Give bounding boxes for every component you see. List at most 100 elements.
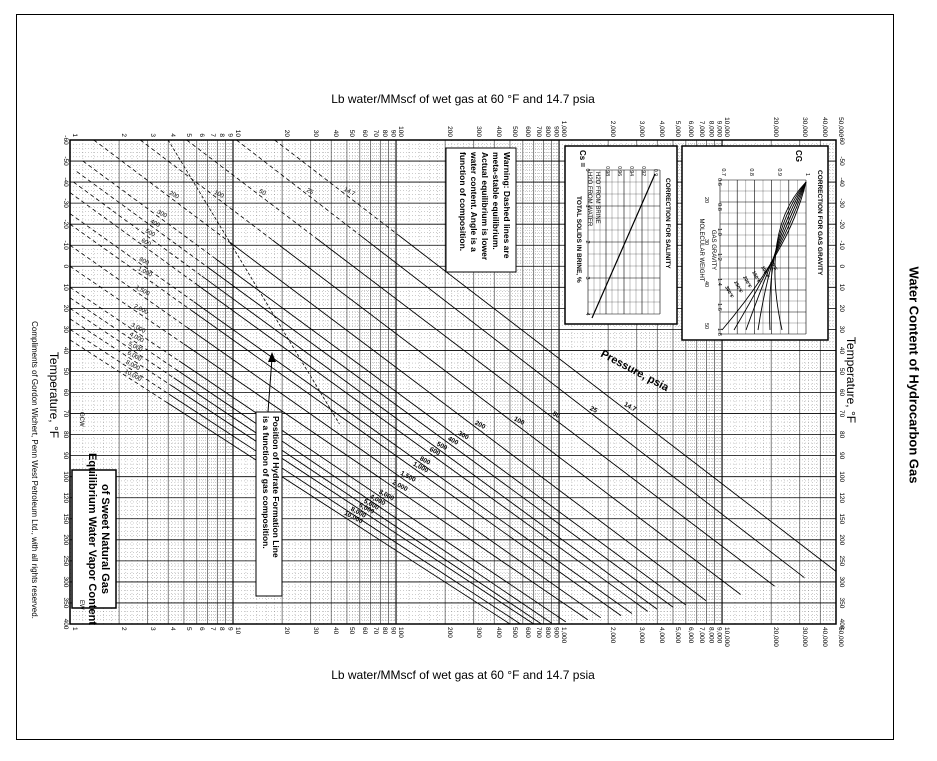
temperature-label-left: Temperature, °F — [47, 352, 61, 438]
pressure-line-label: 600 — [428, 446, 441, 457]
water-tick-label-top: 700 — [535, 126, 542, 137]
water-tick-label-top: 200 — [446, 126, 453, 137]
pressure-line-label: 400 — [446, 435, 459, 446]
pressure-line-label: 500 — [435, 441, 448, 452]
pressure-line-label-dashed: 14.7 — [343, 187, 357, 198]
hydrate-line — [167, 139, 340, 425]
pressure-line — [201, 275, 658, 610]
warning-line-5: function of composition. — [458, 152, 468, 251]
pressure-line — [166, 402, 511, 625]
pressure-line — [175, 369, 552, 624]
pressure-line — [272, 239, 741, 595]
temperature-tick-label-right: 300 — [838, 576, 845, 587]
pressure-line-label: 1,500 — [399, 470, 417, 484]
salinity-xlabel: TOTAL SOLIDS IN BRINE, % — [575, 196, 582, 283]
gravity-mw-tick: 20 — [703, 197, 709, 203]
salinity-x-tick: 3 — [584, 276, 590, 279]
gravity-x-tick: 0.8 — [716, 203, 722, 211]
chart-title-box: Equilibrium Water Vapor Content of Sweet… — [71, 412, 117, 625]
temperature-tick-label-left: 120 — [62, 492, 69, 503]
water-tick-label-top: 50 — [348, 130, 355, 138]
chart-frame — [16, 14, 894, 740]
water-tick-label-bottom: 50,000 — [837, 627, 844, 647]
water-tick-label-bottom: 5,000 — [674, 627, 681, 644]
water-tick-label-bottom: 20 — [283, 627, 290, 635]
water-tick-label-bottom: 300 — [475, 627, 482, 638]
pressure-line-metastable — [274, 139, 399, 236]
warning-line-1: Warning: Dashed lines are — [502, 152, 512, 259]
temperature-tick-label-right: 200 — [838, 534, 845, 545]
water-tick-label-top: 30 — [312, 130, 319, 138]
water-tick-label-bottom: 1 — [71, 627, 78, 631]
temperature-tick-label-right: 40 — [838, 347, 845, 355]
water-tick-label-top: 1,000 — [560, 121, 567, 138]
water-tick-label-bottom: 600 — [524, 627, 531, 638]
water-tick-label-bottom: 2 — [120, 627, 127, 631]
temperature-tick-label-right: 120 — [838, 492, 845, 503]
temperature-tick-label-left: 30 — [62, 326, 69, 334]
gravity-mw-tick: 30 — [703, 239, 709, 245]
salinity-y-tick: 0.94 — [628, 166, 634, 176]
temperature-tick-label-left: -40 — [62, 177, 69, 187]
gravity-cg-tick: 1 — [804, 173, 810, 176]
pressure-line-label-dashed: 600 — [140, 238, 152, 248]
hydrate-note-box: Position of Hydrate Formation Line is a … — [255, 352, 283, 597]
water-tick-label-top: 3 — [149, 133, 156, 137]
temperature-tick-label-left: -50 — [62, 156, 69, 166]
water-tick-label-top: 8 — [218, 133, 225, 137]
pressure-line-metastable — [186, 139, 317, 239]
water-tick-label-top: 4,000 — [658, 121, 665, 138]
water-tick-label-top: 600 — [524, 126, 531, 137]
pressure-line-label: 300 — [457, 430, 470, 441]
temperature-tick-label-left: 90 — [62, 452, 69, 460]
gravity-x-tick: 1.6 — [716, 303, 722, 311]
gravity-mw-tick: 50 — [703, 323, 709, 329]
water-tick-label-bottom: 3,000 — [638, 627, 645, 644]
gravity-curve — [721, 181, 807, 331]
gravity-x-tick: 1.0 — [716, 228, 722, 236]
pressure-line-label-dashed: 50 — [258, 189, 267, 198]
temperature-tick-label-right: -60 — [838, 135, 845, 145]
temperature-tick-label-left: 10 — [62, 284, 69, 292]
gravity-curve-label: 150°F — [750, 270, 761, 284]
credits-text: Compliments of Gordon Wichert, Penn West… — [30, 321, 39, 619]
hydrate-line-1: Position of Hydrate Formation Line — [271, 416, 281, 558]
water-tick-label-bottom: 900 — [553, 627, 560, 638]
pressure-line — [361, 235, 805, 579]
gravity-curve — [774, 181, 807, 331]
pressure-line — [193, 301, 633, 614]
gravity-curve-label: 300°F — [723, 285, 734, 299]
water-tick-label-top: 6 — [198, 133, 205, 137]
temperature-tick-label-left: 150 — [62, 513, 69, 524]
pressure-line-label-dashed: 100 — [213, 190, 225, 200]
temperature-tick-label-right: -10 — [838, 241, 845, 251]
water-tick-label-top: 40,000 — [821, 117, 828, 137]
temperature-tick-label-right: 30 — [838, 326, 845, 334]
pressure-line-metastable — [69, 192, 198, 286]
gravity-x-tick: 0.6 — [716, 178, 722, 186]
pressure-line — [207, 267, 674, 608]
temperature-tick-label-right: 350 — [838, 598, 845, 609]
temperature-tick-label-left: 20 — [62, 305, 69, 313]
water-tick-label-bottom: 6 — [198, 627, 205, 631]
bottom-axis-title: Lb water/MMscf of wet gas at 60 °F and 1… — [331, 668, 595, 682]
temperature-tick-label-left: 400 — [62, 619, 69, 630]
gravity-cg-tick: 0.9 — [776, 168, 782, 176]
salinity-curve — [591, 173, 656, 319]
salinity-x-tick: 0 — [584, 168, 590, 171]
pressure-line — [186, 326, 601, 619]
pressure-line-metastable — [69, 265, 185, 345]
ew-label: EW — [78, 600, 84, 610]
water-tick-label-top: 2,000 — [609, 121, 616, 138]
water-tick-label-bottom: 4,000 — [658, 627, 665, 644]
water-tick-label-top: 9,000 — [716, 121, 723, 138]
salinity-formula-lhs: Cs = — [578, 150, 587, 167]
salinity-y-tick: 0.96 — [616, 166, 622, 176]
water-tick-label-bottom: 50 — [348, 627, 355, 635]
temperature-tick-label-left: 50 — [62, 368, 69, 376]
pressure-line — [215, 258, 687, 606]
water-tick-label-top: 50,000 — [837, 117, 844, 137]
gravity-x-tick: 1.2 — [716, 253, 722, 261]
pressure-line-metastable — [69, 329, 170, 395]
